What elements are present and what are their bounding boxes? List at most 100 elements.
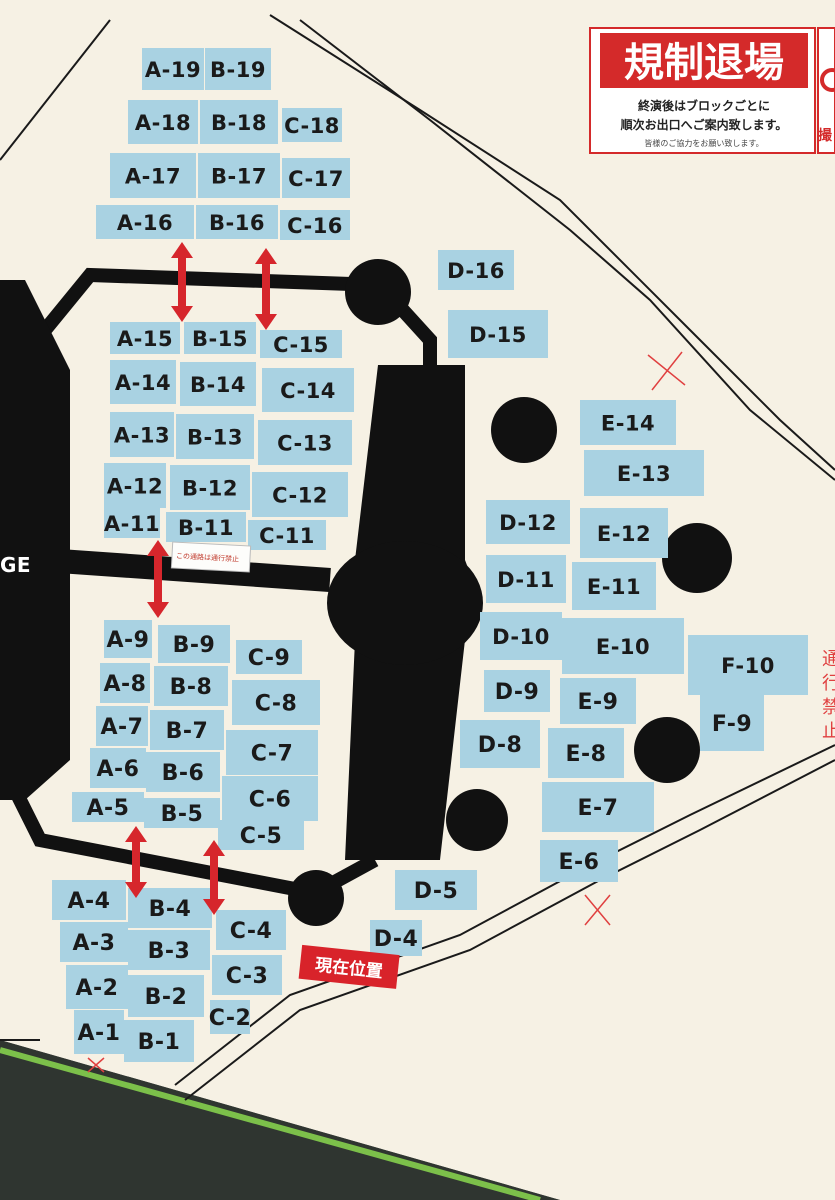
notice-side-fragment: 撮 — [818, 127, 833, 144]
seat-block-f-10[interactable]: F-10 — [688, 635, 808, 695]
seat-block-c-11[interactable]: C-11 — [248, 520, 326, 550]
seat-block-a-4[interactable]: A-4 — [52, 880, 126, 920]
seat-block-c-16[interactable]: C-16 — [280, 210, 350, 240]
seat-block-label: C-2 — [209, 1006, 252, 1031]
seat-block-c-14[interactable]: C-14 — [262, 368, 354, 412]
seat-block-e-8[interactable]: E-8 — [548, 728, 624, 778]
seat-block-c-8[interactable]: C-8 — [232, 680, 320, 725]
seat-block-a-6[interactable]: A-6 — [90, 748, 146, 788]
seat-block-label: C-6 — [249, 788, 292, 813]
seat-block-b-18[interactable]: B-18 — [200, 100, 278, 144]
seat-block-label: D-8 — [478, 733, 523, 758]
seat-block-e-11[interactable]: E-11 — [572, 562, 656, 610]
seat-block-b-11[interactable]: B-11 — [166, 512, 246, 542]
seat-block-label: C-12 — [272, 484, 328, 508]
seat-block-c-3[interactable]: C-3 — [212, 955, 282, 995]
seat-block-b-7[interactable]: B-7 — [150, 710, 224, 750]
seat-block-label: E-10 — [596, 635, 650, 659]
seat-block-e-14[interactable]: E-14 — [580, 400, 676, 445]
seat-block-e-9[interactable]: E-9 — [560, 678, 636, 724]
seat-block-e-13[interactable]: E-13 — [584, 450, 704, 496]
seat-block-e-7[interactable]: E-7 — [542, 782, 654, 832]
seat-block-label: A-5 — [87, 796, 130, 821]
seat-block-label: A-3 — [73, 931, 116, 956]
seat-block-a-13[interactable]: A-13 — [110, 412, 174, 457]
seat-block-a-14[interactable]: A-14 — [110, 360, 176, 404]
seat-block-c-18[interactable]: C-18 — [282, 108, 342, 142]
seat-block-b-13[interactable]: B-13 — [176, 414, 254, 459]
seat-block-label: C-7 — [251, 742, 294, 767]
seat-block-d-15[interactable]: D-15 — [448, 310, 548, 358]
seat-block-b-14[interactable]: B-14 — [180, 362, 256, 406]
round-stage-right-lower — [634, 717, 700, 783]
round-stage-e-upper — [491, 397, 557, 463]
seat-block-d-8[interactable]: D-8 — [460, 720, 540, 768]
seat-block-b-12[interactable]: B-12 — [170, 465, 250, 510]
seat-block-d-9[interactable]: D-9 — [484, 670, 550, 712]
seat-block-c-2[interactable]: C-2 — [209, 1000, 252, 1034]
seat-block-b-16[interactable]: B-16 — [196, 205, 278, 239]
seat-block-a-16[interactable]: A-16 — [96, 205, 194, 239]
seat-block-label: A-11 — [104, 512, 160, 536]
seat-block-b-19[interactable]: B-19 — [205, 48, 271, 90]
seat-block-b-9[interactable]: B-9 — [158, 625, 230, 663]
seat-block-f-9[interactable]: F-9 — [700, 695, 764, 751]
seat-block-b-4[interactable]: B-4 — [128, 888, 212, 928]
seat-block-e-12[interactable]: E-12 — [580, 508, 668, 558]
seat-block-a-15[interactable]: A-15 — [110, 322, 180, 354]
seat-block-a-3[interactable]: A-3 — [60, 922, 128, 962]
small-sticker: この通路は通行禁止 — [171, 542, 250, 572]
seat-block-label: D-5 — [414, 879, 459, 904]
seat-block-d-12[interactable]: D-12 — [486, 500, 570, 544]
stage-label: GE — [0, 553, 31, 577]
seat-block-b-15[interactable]: B-15 — [184, 322, 256, 354]
seat-block-c-9[interactable]: C-9 — [236, 640, 302, 674]
seat-block-label: D-10 — [492, 625, 550, 649]
seat-block-b-5[interactable]: B-5 — [144, 798, 220, 828]
seat-block-d-16[interactable]: D-16 — [438, 250, 514, 290]
seat-block-a-17[interactable]: A-17 — [110, 153, 196, 198]
seat-block-e-6[interactable]: E-6 — [540, 840, 618, 882]
seat-block-a-2[interactable]: A-2 — [66, 965, 128, 1009]
seat-block-label: C-18 — [284, 114, 340, 138]
seat-block-b-3[interactable]: B-3 — [128, 930, 210, 970]
seat-block-c-4[interactable]: C-4 — [216, 910, 286, 950]
seat-block-label: B-1 — [138, 1030, 181, 1055]
seat-block-c-15[interactable]: C-15 — [260, 330, 342, 358]
seat-block-label: B-5 — [161, 802, 204, 827]
seat-block-d-10[interactable]: D-10 — [480, 612, 562, 660]
seat-block-a-9[interactable]: A-9 — [104, 620, 152, 658]
seat-block-d-11[interactable]: D-11 — [486, 555, 566, 603]
seat-block-c-5[interactable]: C-5 — [218, 820, 304, 850]
seat-block-a-5[interactable]: A-5 — [72, 792, 144, 822]
seat-block-b-8[interactable]: B-8 — [154, 666, 228, 706]
seat-block-label: A-14 — [115, 371, 171, 395]
seat-block-a-11[interactable]: A-11 — [104, 508, 160, 538]
seat-block-label: C-9 — [248, 646, 291, 671]
seat-block-a-1[interactable]: A-1 — [74, 1010, 124, 1054]
seat-block-label: E-8 — [566, 742, 607, 767]
seat-block-d-5[interactable]: D-5 — [395, 870, 477, 910]
seat-block-a-7[interactable]: A-7 — [96, 706, 148, 746]
notice-line3: 皆様のご協力をお願い致します。 — [644, 138, 763, 148]
seat-block-d-4[interactable]: D-4 — [370, 920, 422, 956]
seat-block-c-17[interactable]: C-17 — [282, 158, 350, 198]
seat-block-a-12[interactable]: A-12 — [104, 463, 166, 508]
seat-block-a-18[interactable]: A-18 — [128, 100, 198, 144]
seat-block-a-8[interactable]: A-8 — [100, 663, 150, 703]
seat-block-b-6[interactable]: B-6 — [146, 752, 220, 792]
round-stage-right-upper — [662, 523, 732, 593]
seat-block-a-19[interactable]: A-19 — [142, 48, 204, 90]
seat-block-label: C-14 — [280, 379, 336, 403]
seat-block-e-10[interactable]: E-10 — [562, 618, 684, 674]
seat-block-c-13[interactable]: C-13 — [258, 420, 352, 465]
seat-block-b-1[interactable]: B-1 — [124, 1020, 194, 1062]
seat-block-c-7[interactable]: C-7 — [226, 730, 318, 775]
seat-block-label: C-11 — [259, 524, 315, 548]
seat-block-c-12[interactable]: C-12 — [252, 472, 348, 517]
seat-block-b-17[interactable]: B-17 — [198, 153, 280, 198]
seat-block-c-6[interactable]: C-6 — [222, 776, 318, 821]
seat-block-b-2[interactable]: B-2 — [128, 975, 204, 1017]
seat-block-label: C-17 — [288, 167, 344, 191]
